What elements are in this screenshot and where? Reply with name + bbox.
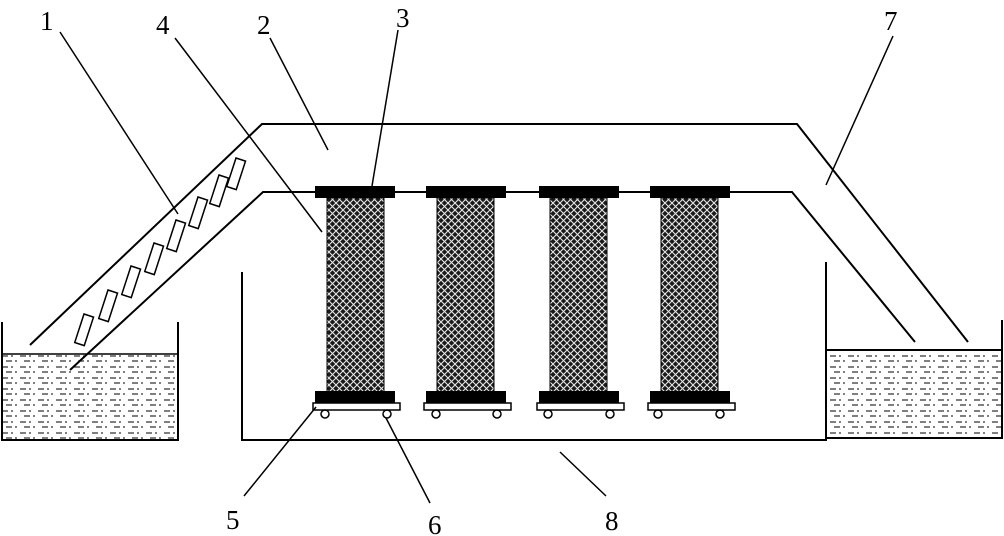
label-1: 1	[40, 6, 54, 36]
label-7: 7	[884, 6, 898, 36]
left-tank	[1, 322, 179, 441]
inclined-slats	[73, 157, 247, 347]
column-4	[647, 186, 736, 419]
label-6: 6	[428, 510, 442, 536]
column-2	[423, 186, 512, 419]
label-5: 5	[226, 505, 240, 535]
right-tank	[826, 320, 1003, 439]
label-8: 8	[605, 506, 619, 536]
column-1	[312, 186, 401, 419]
label-4: 4	[156, 10, 170, 40]
column-3	[536, 186, 625, 419]
label-3: 3	[396, 3, 410, 33]
conveyor-housing	[29, 123, 969, 371]
label-2: 2	[257, 10, 271, 40]
leader-lines	[59, 29, 894, 504]
